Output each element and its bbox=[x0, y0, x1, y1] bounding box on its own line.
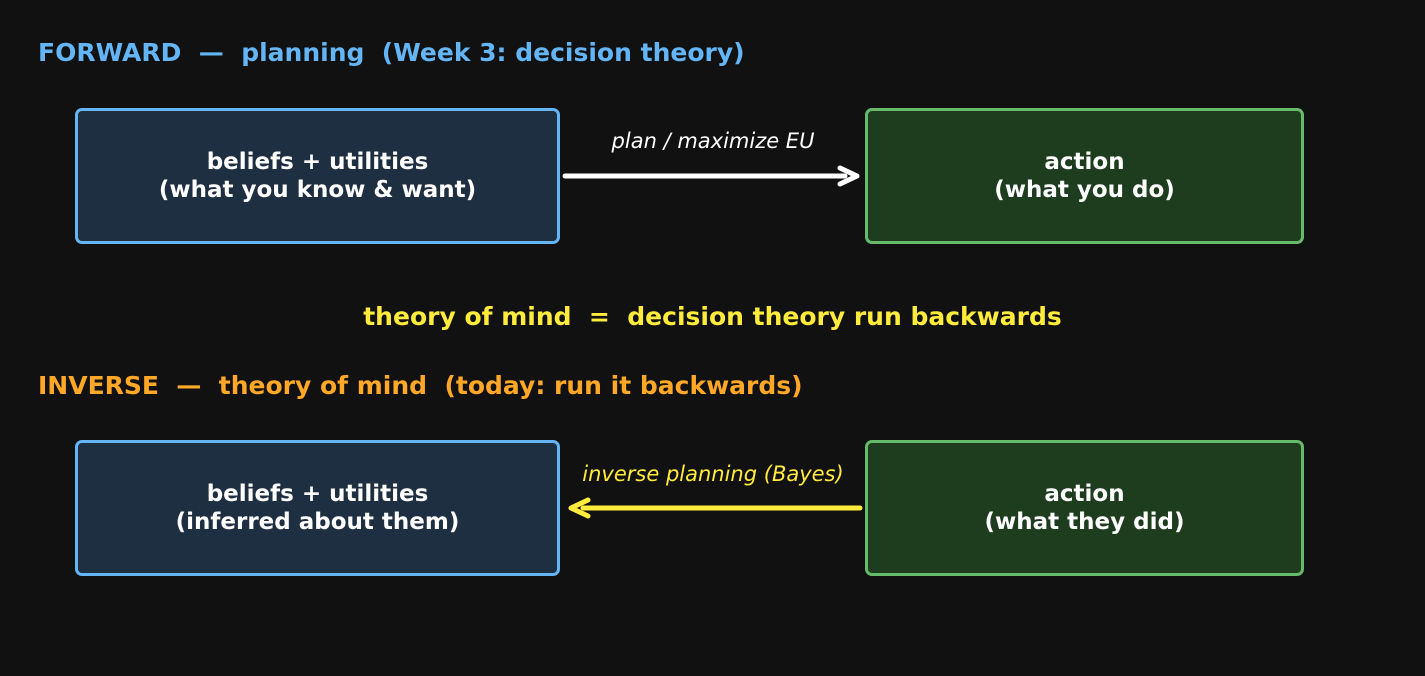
inverse-beliefs-subtitle: (inferred about them) bbox=[175, 509, 460, 535]
forward-action-subtitle: (what you do) bbox=[994, 177, 1175, 203]
forward-arrow-head bbox=[837, 165, 860, 187]
forward-beliefs-box: beliefs + utilities (what you know & wan… bbox=[75, 108, 560, 244]
inverse-beliefs-box: beliefs + utilities (inferred about them… bbox=[75, 440, 560, 576]
theory-of-mind-caption: theory of mind = decision theory run bac… bbox=[363, 302, 1062, 331]
inverse-heading: INVERSE — theory of mind (today: run it … bbox=[38, 371, 803, 400]
inverse-action-title: action bbox=[1044, 481, 1125, 507]
inverse-arrow-head bbox=[568, 497, 591, 519]
forward-action-title: action bbox=[1044, 149, 1125, 175]
forward-action-box: action (what you do) bbox=[865, 108, 1304, 244]
forward-arrow-label: plan / maximize EU bbox=[611, 129, 815, 153]
forward-heading: FORWARD — planning (Week 3: decision the… bbox=[38, 38, 745, 67]
forward-beliefs-subtitle: (what you know & want) bbox=[158, 177, 477, 203]
inverse-action-subtitle: (what they did) bbox=[984, 509, 1185, 535]
inverse-action-box: action (what they did) bbox=[865, 440, 1304, 576]
forward-beliefs-title: beliefs + utilities bbox=[206, 149, 429, 175]
inverse-beliefs-title: beliefs + utilities bbox=[206, 481, 429, 507]
inverse-arrow-label: inverse planning (Bayes) bbox=[582, 462, 844, 486]
